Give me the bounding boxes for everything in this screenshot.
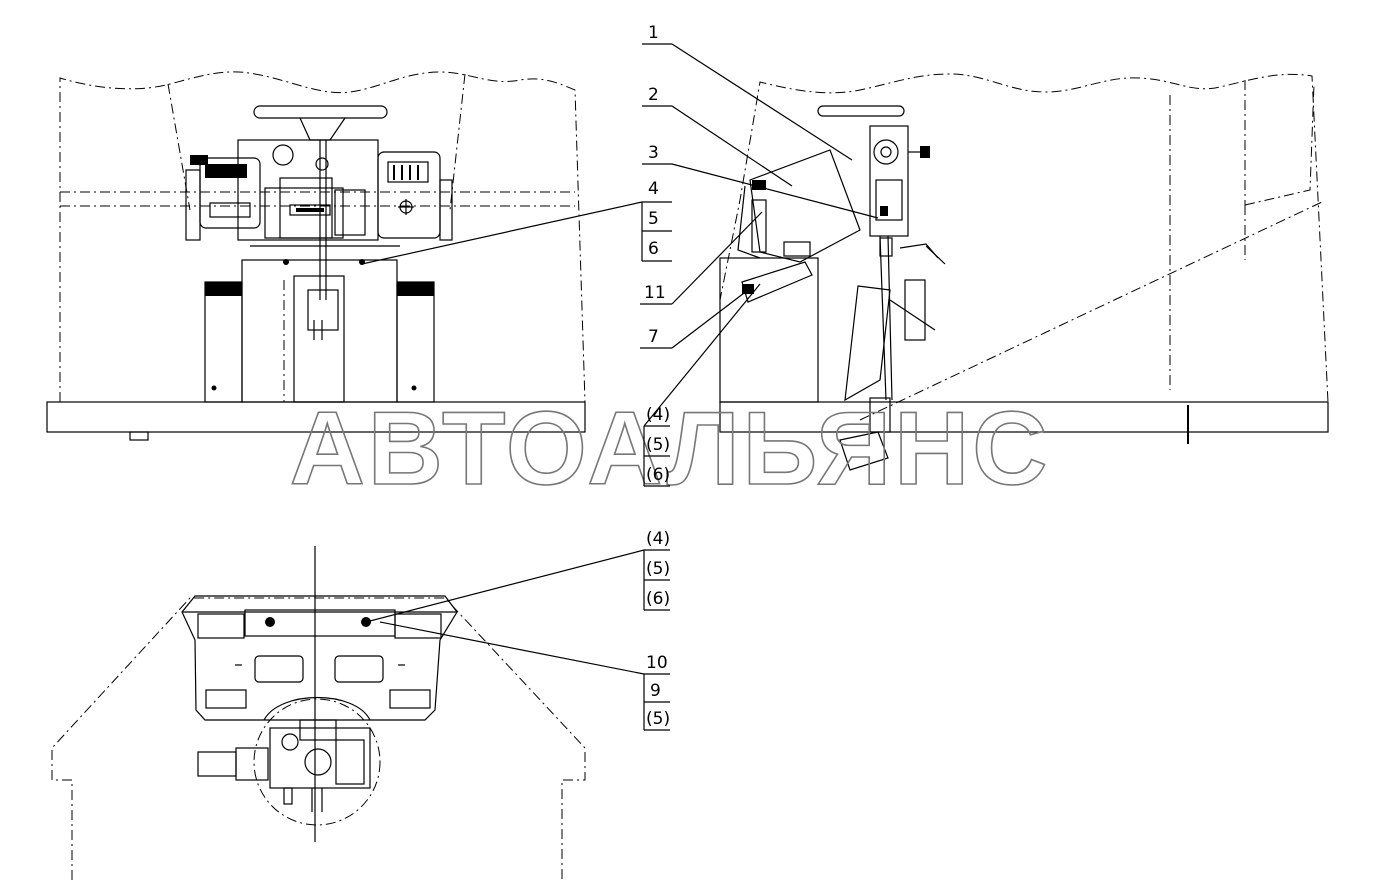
callout-c6: (6) (646, 589, 670, 609)
side-view-strut (844, 285, 891, 402)
callout-b6: (6) (646, 465, 670, 485)
callout-5: 5 (648, 209, 659, 229)
side-view-lower-pedal (839, 431, 889, 471)
top-view-column (269, 727, 371, 789)
side-view-body (719, 257, 819, 403)
callout-4: 4 (648, 179, 659, 199)
side-view-instrument-pod (749, 149, 861, 263)
callout-d5: (5) (646, 709, 670, 729)
callout-c5: (5) (646, 559, 670, 579)
side-view-steering-wheel (817, 105, 905, 117)
callout-b5: (5) (646, 435, 670, 455)
callout-9: 9 (650, 681, 661, 701)
front-view (46, 71, 586, 441)
callout-11: 11 (644, 283, 666, 303)
top-view-steering-circle (253, 698, 381, 826)
top-view-platform (181, 595, 458, 721)
callout-c4: (4) (646, 529, 670, 549)
side-view-floor (719, 401, 1329, 433)
callout-2: 2 (648, 85, 659, 105)
front-view-cab-outline (59, 71, 586, 403)
front-view-console (237, 139, 379, 241)
callouts: 1 2 3 4 5 6 11 7 (4) (5) (6) (4) (5 (361, 23, 879, 731)
side-view (719, 73, 1329, 471)
watermark: АВТОАЛЬЯНС (290, 391, 1051, 507)
front-view-steering-wheel (253, 105, 388, 119)
side-view-cab-outline (719, 73, 1329, 403)
top-view-cab-outline (51, 597, 586, 880)
top-view (51, 546, 586, 880)
callout-7: 7 (648, 327, 659, 347)
callout-6: 6 (648, 239, 659, 259)
callout-1: 1 (648, 23, 659, 43)
callout-3: 3 (648, 143, 659, 163)
callout-b4: (4) (646, 405, 670, 425)
callout-10: 10 (646, 653, 668, 673)
front-view-right-pedal-panel (377, 151, 441, 239)
